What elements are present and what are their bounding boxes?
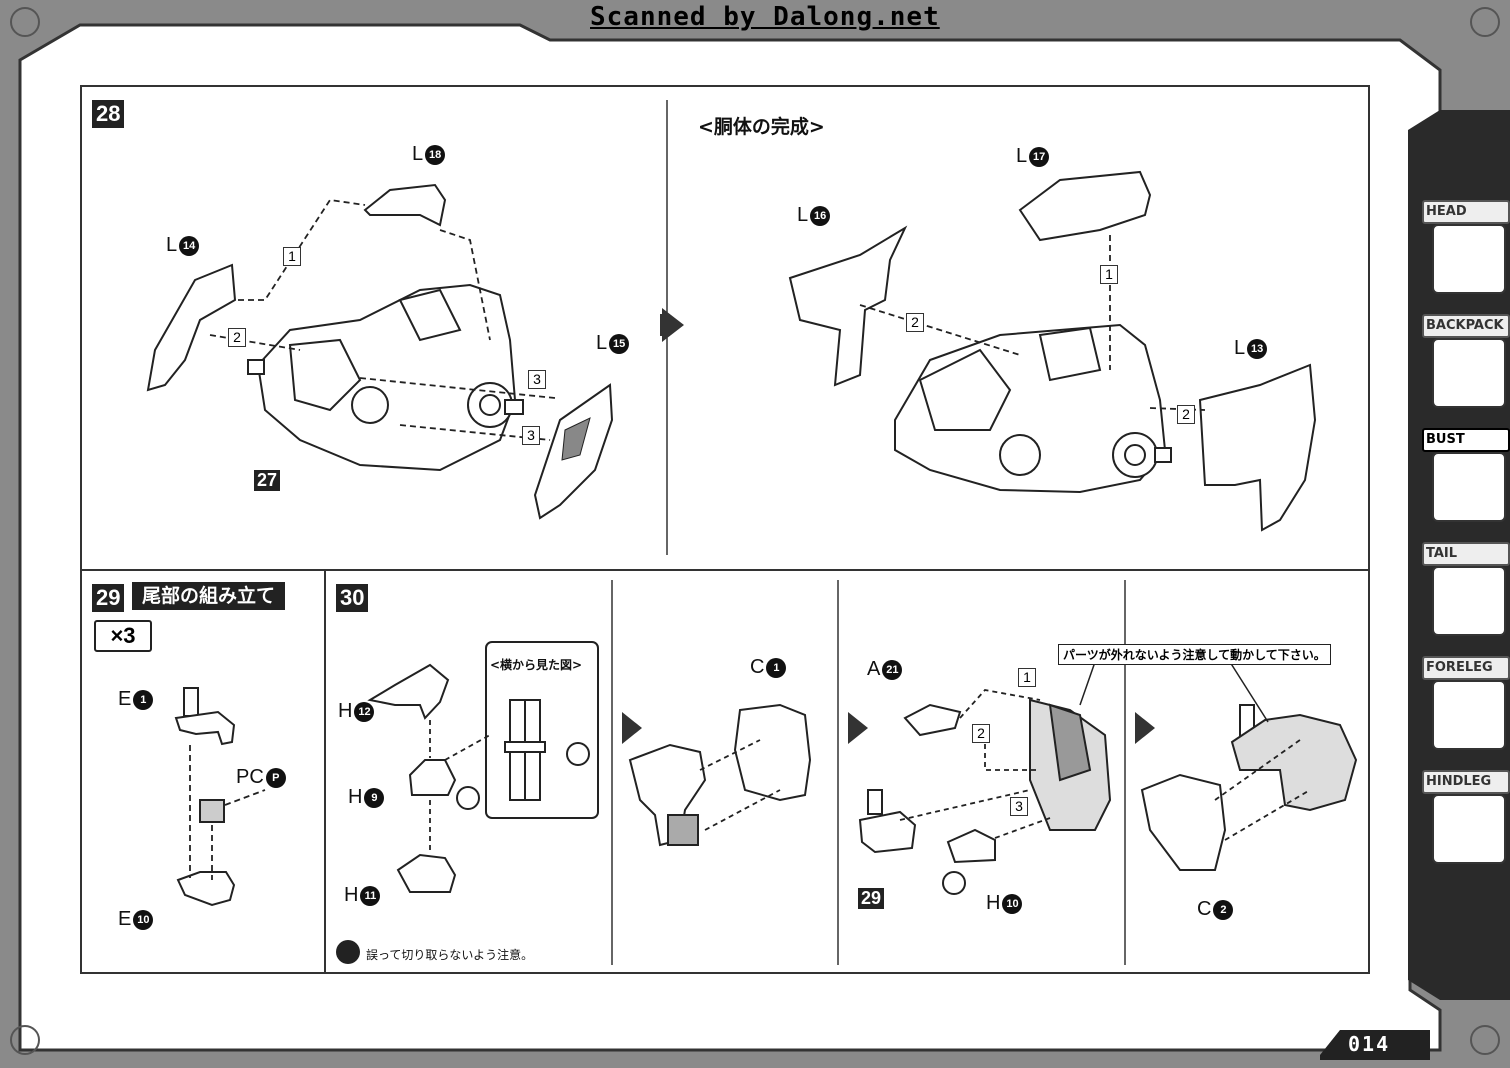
page-number: 014 <box>1348 1032 1391 1056</box>
part-L18 <box>363 183 447 227</box>
step-28-number: 28 <box>92 100 125 128</box>
part-29-tag: 29 <box>858 888 885 909</box>
side-tab-head[interactable]: HEAD <box>1422 200 1510 224</box>
body-part-27 <box>247 283 524 472</box>
side-tab-foreleg[interactable]: FORELEG <box>1422 656 1510 680</box>
scan-credit: Scanned by Dalong.net <box>590 2 940 32</box>
hindleg-icon <box>1432 794 1506 864</box>
step-29-number: 29 <box>92 584 125 612</box>
tail-icon <box>1432 566 1506 636</box>
order-box: 2 <box>906 313 924 332</box>
handling-warning: パーツが外れないよう注意して動かして下さい。 <box>1058 644 1331 665</box>
part-C2 <box>1140 773 1227 871</box>
panel-step-29 <box>80 569 328 974</box>
side-view-caption: <横から見た図> <box>490 658 583 672</box>
order-box: 3 <box>528 370 546 389</box>
part-27-tag: 27 <box>254 470 281 491</box>
order-box: 2 <box>228 328 246 347</box>
part-E1 <box>174 710 236 746</box>
order-box: 2 <box>972 724 990 743</box>
step-30-number: 30 <box>336 584 369 612</box>
part-PCP <box>199 799 225 823</box>
completion-caption: <胴体の完成> <box>698 116 825 138</box>
order-box: 2 <box>1177 405 1195 424</box>
part-H9 <box>408 759 457 796</box>
order-box: 1 <box>283 247 301 266</box>
backpack-icon <box>1432 338 1506 408</box>
order-box: 3 <box>1010 797 1028 816</box>
head-icon <box>1432 224 1506 294</box>
part-L16 <box>788 225 908 387</box>
quantity-multiplier: ×3 <box>94 620 152 652</box>
caution-icon <box>336 940 360 964</box>
side-tab-backpack[interactable]: BACKPACK <box>1422 314 1510 338</box>
part-L17 <box>1018 170 1152 242</box>
order-box: 1 <box>1018 668 1036 687</box>
step-29-title: 尾部の組み立て <box>132 582 286 610</box>
part-H12 <box>367 663 450 720</box>
part-E10 <box>176 871 236 907</box>
completed-body <box>894 323 1172 494</box>
order-box: 1 <box>1100 265 1118 284</box>
bust-icon <box>1432 452 1506 522</box>
part-H11 <box>396 853 457 893</box>
part-H10 <box>946 828 996 864</box>
foreleg-icon <box>1432 680 1506 750</box>
cut-caution-note: 誤って切り取らないよう注意。 <box>366 948 534 962</box>
part-A21 <box>903 703 962 737</box>
order-box: 3 <box>522 426 540 445</box>
part-L14 <box>146 263 237 392</box>
side-tab-hindleg[interactable]: HINDLEG <box>1422 770 1510 794</box>
part-L13 <box>1198 363 1317 532</box>
side-tab-tail[interactable]: TAIL <box>1422 542 1510 566</box>
part-C1 <box>733 703 812 802</box>
side-tab-bust[interactable]: BUST <box>1422 428 1510 452</box>
